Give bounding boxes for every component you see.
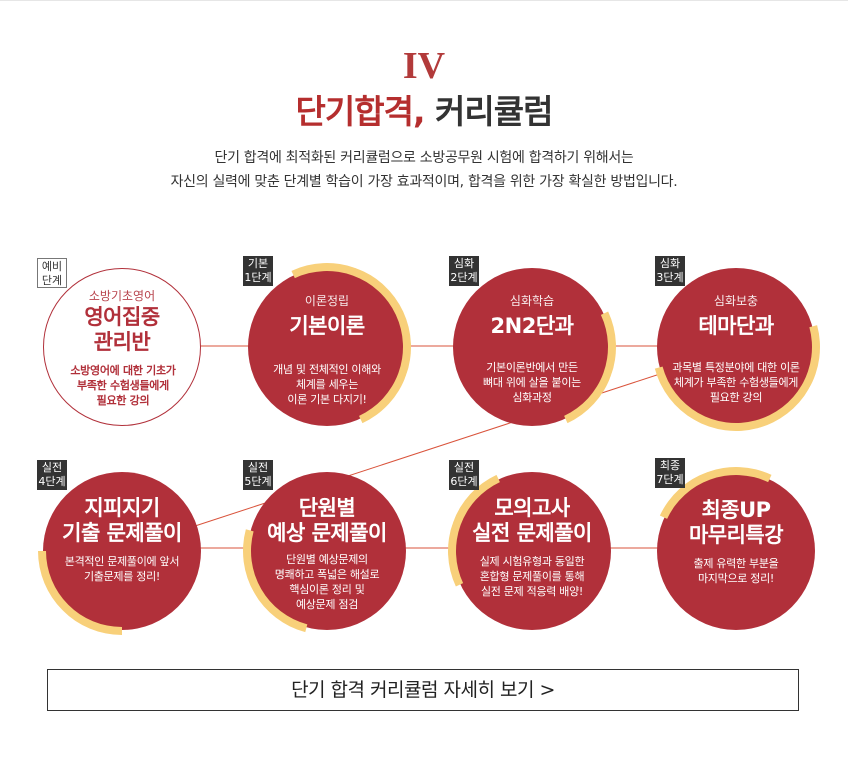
step-subtitle: 소방기초영어 xyxy=(88,289,156,303)
step-body-line: 실제 시험유형과 동일한 xyxy=(479,555,585,568)
badge-line: 최종 xyxy=(659,459,681,472)
step-subtitle: 이론정립 xyxy=(304,294,350,308)
badge-line: 4단계 xyxy=(38,475,66,488)
step-badge: 실전 5단계 xyxy=(243,460,273,490)
step-body-line: 기출문제를 정리! xyxy=(83,570,161,583)
step-badge: 기본 1단계 xyxy=(243,256,273,286)
step-body-line: 심화과정 xyxy=(512,391,552,404)
badge-line: 6단계 xyxy=(450,475,478,488)
view-curriculum-button[interactable]: 단기 합격 커리큘럼 자세히 보기 > xyxy=(47,669,799,711)
step-body-line: 과목별 특정분야에 대한 이론 xyxy=(672,361,800,374)
step-body-line: 혼합형 문제풀이를 통해 xyxy=(479,570,585,583)
step-body-line: 출제 유력한 부분을 xyxy=(693,557,779,570)
step-body: 실제 시험유형과 동일한 혼합형 문제풀이를 통해 실전 문제 적응력 배양! xyxy=(463,554,601,599)
step-subtitle: 심화학습 xyxy=(509,294,555,308)
step-circle-7[interactable]: 최종UP 마무리특강 출제 유력한 부분을 마지막으로 정리! xyxy=(628,443,844,659)
step-body-line: 뼈대 위에 살을 붙이는 xyxy=(483,376,581,389)
step-circle-4[interactable]: 지피지기 기출 문제풀이 본격적인 문제풀이에 앞서 기출문제를 정리! xyxy=(3,432,241,670)
badge-line: 예비 xyxy=(41,260,63,273)
step-badge: 실전 6단계 xyxy=(449,460,479,490)
step-title-line2: 기출 문제풀이 xyxy=(62,521,182,545)
description-line: 자신의 실력에 맞춘 단계별 학습이 가장 효과적이며, 합격을 위한 가장 확… xyxy=(170,174,678,190)
step-title-line2: 마무리특강 xyxy=(688,523,784,547)
badge-line: 심화 xyxy=(453,257,475,270)
step-circle-pre[interactable]: 소방기초영어 영어집중 관리반 소방영어에 대한 기초가 부족한 수험생들에게 … xyxy=(43,268,201,426)
step-body-line: 본격적인 문제풀이에 앞서 xyxy=(64,555,180,568)
step-title: 모의고사 xyxy=(494,496,570,520)
step-title-line2: 예상 문제풀이 xyxy=(267,521,387,545)
badge-line: 실전 xyxy=(453,461,475,474)
step-circle-2[interactable]: 심화학습 2N2단과 기본이론반에서 만든 뼈대 위에 살을 붙이는 심화과정 xyxy=(424,239,640,455)
badge-line: 실전 xyxy=(41,461,63,474)
step-body-line: 마지막으로 정리! xyxy=(697,572,775,585)
page-title: 단기합격, 커리큘럼 xyxy=(0,92,848,132)
badge-line: 1단계 xyxy=(244,271,272,284)
badge-line: 3단계 xyxy=(656,271,684,284)
badge-line: 5단계 xyxy=(244,475,272,488)
step-body-line: 체계가 부족한 수험생들에게 xyxy=(673,376,799,389)
step-body: 소방영어에 대한 기초가 부족한 수험생들에게 필요한 강의 xyxy=(54,363,192,408)
step-body: 개념 및 전체적인 이해와 체계를 세우는 이론 기본 다지기! xyxy=(258,362,396,407)
badge-line: 2단계 xyxy=(450,271,478,284)
step-badge: 심화 3단계 xyxy=(655,256,685,286)
description: 단기 합격에 최적화된 커리큘럼으로 소방공무원 시험에 합격하기 위해서는 자… xyxy=(0,146,848,194)
step-body-line: 이론 기본 다지기! xyxy=(287,393,367,406)
step-title: 2N2단과 xyxy=(490,314,574,338)
badge-line: 심화 xyxy=(659,257,681,270)
step-title-line2: 관리반 xyxy=(93,330,151,354)
step-badge: 심화 2단계 xyxy=(449,256,479,286)
step-body-line: 필요한 강의 xyxy=(96,394,150,407)
step-body-line: 단원별 예상문제의 xyxy=(286,553,368,566)
step-badge: 실전 4단계 xyxy=(37,460,67,490)
step-title: 영어집중 xyxy=(84,305,160,329)
step-circle-6[interactable]: 모의고사 실전 문제풀이 실제 시험유형과 동일한 혼합형 문제풀이를 통해 실… xyxy=(424,443,640,659)
step-title: 지피지기 xyxy=(84,496,160,520)
badge-line: 기본 xyxy=(247,257,269,270)
step-body-line: 부족한 수험생들에게 xyxy=(77,379,169,392)
step-body: 본격적인 문제풀이에 앞서 기출문제를 정리! xyxy=(53,554,191,584)
step-title-line2: 실전 문제풀이 xyxy=(472,521,592,545)
step-body: 단원별 예상문제의 명쾌하고 폭넓은 해설로 핵심이론 정리 및 예상문제 점검 xyxy=(258,552,396,612)
step-badge: 최종 7단계 xyxy=(655,458,685,488)
title-rest: 커리큘럼 xyxy=(435,92,553,131)
step-body-line: 체계를 세우는 xyxy=(295,378,359,391)
step-body: 과목별 특정분야에 대한 이론 체계가 부족한 수험생들에게 필요한 강의 xyxy=(667,360,805,405)
step-body-line: 핵심이론 정리 및 xyxy=(289,583,365,596)
step-body-line: 개념 및 전체적인 이해와 xyxy=(273,363,381,376)
step-body-line: 필요한 강의 xyxy=(709,391,763,404)
top-divider xyxy=(0,0,848,1)
step-title: 단원별 xyxy=(298,496,356,520)
step-badge: 예비 단계 xyxy=(37,258,67,288)
description-line: 단기 합격에 최적화된 커리큘럼으로 소방공무원 시험에 합격하기 위해서는 xyxy=(214,150,634,166)
badge-line: 단계 xyxy=(41,274,63,287)
step-title: 테마단과 xyxy=(698,314,774,338)
step-body: 출제 유력한 부분을 마지막으로 정리! xyxy=(667,556,805,586)
step-subtitle: 심화보충 xyxy=(713,294,759,308)
step-body-line: 예상문제 점검 xyxy=(295,598,359,611)
step-circle-1[interactable]: 이론정립 기본이론 개념 및 전체적인 이해와 체계를 세우는 이론 기본 다지… xyxy=(219,239,435,455)
badge-line: 실전 xyxy=(247,461,269,474)
step-body: 기본이론반에서 만든 뼈대 위에 살을 붙이는 심화과정 xyxy=(463,360,601,405)
step-body-line: 명쾌하고 폭넓은 해설로 xyxy=(274,568,380,581)
step-title: 기본이론 xyxy=(289,314,365,338)
title-accent: 단기합격, xyxy=(295,92,426,131)
section-number: IV xyxy=(402,45,446,87)
step-body-line: 기본이론반에서 만든 xyxy=(486,361,578,374)
step-body-line: 실전 문제 적응력 배양! xyxy=(480,585,584,598)
step-circle-3[interactable]: 심화보충 테마단과 과목별 특정분야에 대한 이론 체계가 부족한 수험생들에게… xyxy=(621,232,848,462)
step-body-line: 소방영어에 대한 기초가 xyxy=(70,364,176,377)
badge-line: 7단계 xyxy=(656,473,684,486)
step-circle-5[interactable]: 단원별 예상 문제풀이 단원별 예상문제의 명쾌하고 폭넓은 해설로 핵심이론 … xyxy=(212,436,442,666)
step-title: 최종UP xyxy=(701,498,771,522)
